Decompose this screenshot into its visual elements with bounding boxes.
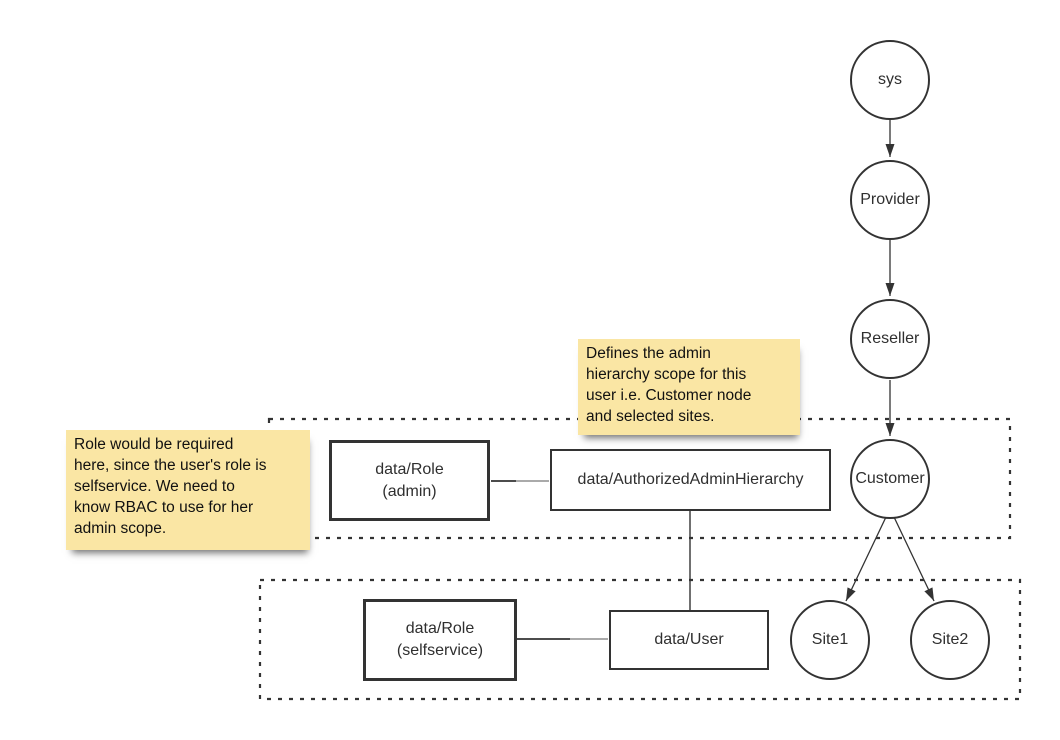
box-role-selfservice-line2: (selfservice) [396,642,484,659]
box-role-admin-line2: (admin) [382,482,437,500]
note-line: hierarchy scope for this [586,366,747,383]
box-authorized-admin-hierarchy: data/AuthorizedAdminHierarchy [550,449,831,511]
note-line: here, since the user's role is [74,457,267,474]
note-line: know RBAC to use for her [74,499,254,516]
node-site2: Site2 [910,600,990,680]
node-reseller-label: Reseller [860,330,920,347]
note-admin-hierarchy-scope: Defines the admin hierarchy scope for th… [578,339,800,435]
node-site1-label: Site1 [811,631,849,648]
node-site1: Site1 [790,600,870,680]
box-role-admin: data/Role (admin) [329,440,490,521]
box-role-selfservice-line1: data/Role [405,620,475,637]
box-role-selfservice: data/Role (selfservice) [363,599,517,681]
note-line: user i.e. Customer node [586,387,752,404]
note-line: and selected sites. [586,408,715,425]
node-sys: sys [850,40,930,120]
node-reseller: Reseller [850,299,930,379]
node-provider: Provider [850,160,930,240]
note-line: Defines the admin [586,345,711,362]
edge-customer-site2 [893,516,935,602]
node-provider-label: Provider [860,191,920,208]
note-line: Role would be required [74,436,234,453]
node-site2-label: Site2 [931,631,969,648]
note-role-required: Role would be required here, since the u… [66,430,310,550]
box-role-admin-line1: data/Role [375,460,444,478]
note-line: admin scope. [74,520,167,537]
box-authorized-admin-hierarchy-label: data/AuthorizedAdminHierarchy [577,471,804,488]
note-line: selfservice. We need to [74,478,235,495]
box-user-label: data/User [654,631,724,648]
node-sys-label: sys [878,71,902,88]
node-customer-label: Customer [855,470,925,487]
edge-customer-site1 [845,516,887,602]
box-user: data/User [609,610,769,670]
node-customer: Customer [850,439,930,519]
